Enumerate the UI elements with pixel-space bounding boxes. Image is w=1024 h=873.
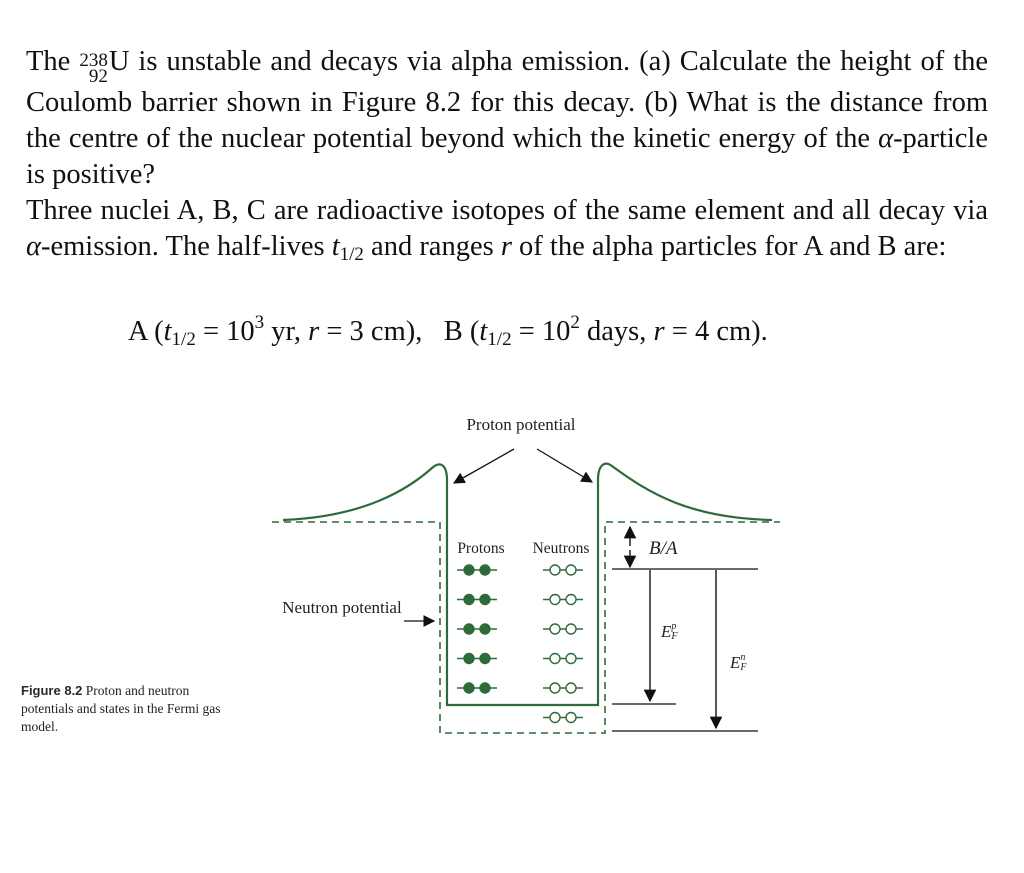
neutron-particle <box>549 711 561 724</box>
t-symbol: t <box>479 316 488 347</box>
formula-b-range: = 4 cm). <box>664 316 768 347</box>
atomic-number: 92 <box>88 66 108 87</box>
figure-caption: Figure 8.2 Proton and neutron potentials… <box>21 682 241 736</box>
formula-b-label: B ( <box>443 316 480 347</box>
proton-potential-well <box>282 462 773 707</box>
neutron-level <box>543 593 583 606</box>
neutron-particle <box>549 593 561 606</box>
text-span: -emission. The half-lives <box>40 231 332 262</box>
proton-particle <box>463 623 475 635</box>
neutron-level <box>543 711 583 724</box>
r-symbol: r <box>308 316 320 347</box>
element-symbol: U <box>108 46 130 77</box>
formula-b-value: = 10 <box>511 316 571 347</box>
t-symbol: t <box>331 231 340 262</box>
formula-b-exponent: 2 <box>570 312 580 333</box>
proton-arrow-right <box>536 448 594 483</box>
efn-sub: F <box>739 662 747 673</box>
neutron-particle <box>549 623 561 635</box>
t-symbol: t <box>163 316 172 347</box>
formula-a-range: = 3 cm), <box>319 316 423 347</box>
proton-particle <box>463 564 475 576</box>
neutron-particle <box>565 711 577 724</box>
proton-arrow-left <box>452 448 515 484</box>
text-span: of the alpha particles for A and B are: <box>511 231 947 262</box>
proton-particle <box>479 682 491 694</box>
neutron-particle <box>549 652 561 665</box>
proton-particle <box>479 623 491 635</box>
proton-particle <box>479 652 491 665</box>
proton-states <box>457 564 497 694</box>
neutron-particle <box>565 564 577 576</box>
formula-a-exponent: 3 <box>254 312 265 333</box>
neutron-particle <box>565 652 577 665</box>
proton-level <box>457 623 497 635</box>
text-span: Three nuclei A, B, C are radioactive iso… <box>26 195 988 226</box>
formula-b-unit: days, <box>579 316 654 347</box>
half-subscript: 1/2 <box>339 244 364 265</box>
half-subscript: 1/2 <box>171 329 196 350</box>
neutron-particle <box>565 623 577 635</box>
efp-main: E <box>660 622 672 641</box>
caption-text: Proton and neutron potentials and states… <box>21 683 221 734</box>
proton-level <box>457 652 497 665</box>
formula-a-label: A ( <box>128 316 164 347</box>
neutron-particle <box>565 593 577 606</box>
half-subscript: 1/2 <box>487 329 512 350</box>
neutron-particle <box>565 682 577 694</box>
neutron-level <box>543 652 583 665</box>
efn-sup: n <box>740 652 745 663</box>
text-span: -particle is positive? <box>26 123 988 190</box>
neutrons-label: Neutrons <box>533 540 590 557</box>
text-span: is unstable and decays via alpha emissio… <box>26 46 989 154</box>
mass-number: 238 <box>79 50 108 71</box>
proton-particle <box>463 593 475 606</box>
binding-energy-label: B/A <box>649 538 678 559</box>
formula-a-value: = 10 <box>195 316 255 347</box>
proton-particle <box>463 682 475 694</box>
neutron-level <box>543 564 583 576</box>
proton-level <box>457 564 497 576</box>
neutron-potential-label: Neutron potential <box>282 598 402 617</box>
problem-paragraph-2: Three nuclei A, B, C are radioactive iso… <box>26 193 988 265</box>
neutron-states <box>543 564 583 724</box>
efp-sub: F <box>670 631 678 642</box>
alpha-symbol: α <box>26 231 41 262</box>
r-symbol: r <box>500 231 512 262</box>
proton-level <box>457 682 497 694</box>
neutron-particle <box>549 564 561 576</box>
efn-main: E <box>729 653 741 672</box>
proton-particle <box>479 593 491 606</box>
proton-potential-label: Proton potential <box>466 415 575 434</box>
neutron-level <box>543 623 583 635</box>
display-formula: A (t1/2 = 103 yr, r = 3 cm), B (t1/2 = 1… <box>128 312 768 350</box>
proton-level <box>457 593 497 606</box>
formula-a-unit: yr, <box>264 316 309 347</box>
neutron-particle <box>549 682 561 694</box>
alpha-symbol: α <box>878 123 894 154</box>
proton-particle <box>463 652 475 665</box>
caption-label: Figure 8.2 <box>21 683 83 698</box>
proton-particle <box>479 564 491 576</box>
text-span: and ranges <box>363 231 501 262</box>
neutron-level <box>543 682 583 694</box>
efp-sup: p <box>670 621 676 632</box>
r-symbol: r <box>653 316 665 347</box>
text-span: The <box>26 46 80 77</box>
protons-label: Protons <box>457 540 504 557</box>
neutron-potential-well <box>272 521 780 734</box>
